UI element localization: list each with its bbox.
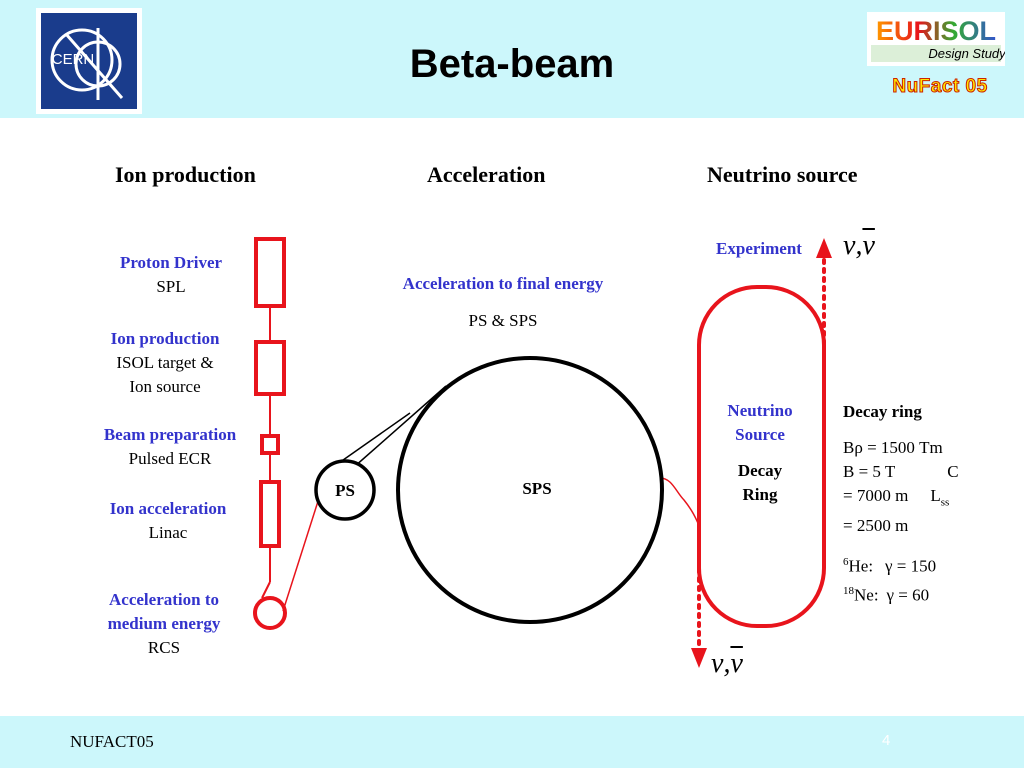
straight-section-subscript: ss [940, 496, 950, 509]
beam-preparation-detail: Pulsed ECR [128, 449, 212, 468]
acceleration-final-detail: PS & SPS [468, 311, 538, 330]
circumference-straight-line: = 7000 m Lss [843, 484, 959, 514]
ion-production-box [254, 340, 286, 396]
ion-acceleration-box [259, 480, 281, 548]
nufact-badge: NuFact 05 [892, 76, 988, 98]
column-neutrino-source: Neutrino source [707, 162, 858, 187]
footer-text: NUFACT05 [70, 732, 154, 751]
eurisol-logo: EURISOL Design Study [867, 12, 1005, 66]
acceleration-final-title: Acceleration to final energy [402, 274, 604, 293]
neutrino-source-label-2: Source [735, 425, 785, 444]
ion-acceleration-detail: Linac [148, 523, 188, 542]
chain-connector [261, 581, 271, 599]
decay-ring [697, 285, 826, 628]
neon-mass-number: 18 [843, 585, 854, 598]
ps-ring [314, 459, 376, 521]
neutrino-source-label-1: Neutrino [727, 401, 793, 420]
neutrino-symbol-top: ν,ν [843, 230, 875, 262]
field-circumference-line: B = 5 T C [843, 460, 959, 484]
medium-energy-detail: RCS [147, 638, 181, 657]
decay-ring-parameters: Decay ring Bρ = 1500 Tm B = 5 T C = 7000 … [843, 400, 959, 608]
helium-gamma: γ = 150 [885, 557, 937, 577]
column-ion-production: Ion production [115, 162, 256, 187]
b-field-value: B = 5 T [843, 462, 896, 481]
nubar-symbol: ν [730, 648, 743, 679]
neon-label: Ne: [854, 585, 879, 605]
neutrino-symbol-bottom: ν,ν [711, 648, 743, 680]
arrow-up-icon [816, 238, 832, 258]
eurisol-subtitle: Design Study [928, 46, 1005, 61]
brho-value: Bρ = 1500 Tm [843, 438, 943, 457]
ps-label: PS [335, 481, 355, 500]
decay-ring-label-1: Decay [737, 461, 783, 480]
medium-energy-title-1: Acceleration to [109, 590, 219, 609]
sps-label: SPS [522, 479, 552, 498]
ion-production-detail-2: Ion source [129, 377, 201, 396]
rcs-to-ps-line [282, 494, 321, 612]
header-bar [0, 0, 1024, 118]
neon-line: 18Ne: γ = 60 [843, 579, 959, 608]
experiment-label: Experiment [716, 239, 802, 258]
eurisol-logo-text: EURISOL [876, 16, 996, 46]
nubar-symbol: ν [862, 230, 875, 261]
beam-preparation-box [260, 434, 280, 455]
decay-ring-heading: Decay ring [843, 402, 922, 421]
helium-label: He: [848, 557, 874, 577]
column-acceleration: Acceleration [427, 162, 546, 187]
ion-production-detail-1: ISOL target & [116, 353, 214, 372]
footer-bar [0, 716, 1024, 768]
decay-ring-label-2: Ring [742, 485, 778, 504]
ps-to-sps-line [335, 412, 411, 466]
proton-driver-box [254, 237, 286, 308]
nu-symbol: ν [711, 648, 724, 679]
circumference-letter: C [947, 462, 959, 481]
cern-logo-text: CERN [52, 51, 95, 68]
beam-preparation-title: Beam preparation [103, 425, 237, 444]
sps-ring [396, 356, 664, 624]
cern-logo: CERN [36, 8, 142, 114]
helium-line: 6He: γ = 150 [843, 550, 959, 579]
ps-to-sps-line [353, 385, 447, 468]
straight-section-value: = 2500 m [843, 516, 909, 536]
ion-production-title: Ion production [110, 329, 220, 348]
medium-energy-title-2: medium energy [107, 614, 221, 633]
sps-to-decay-ring-line [659, 477, 701, 529]
straight-section-letter: L [930, 486, 941, 505]
slide-title: Beta-beam [409, 42, 615, 86]
neon-gamma: γ = 60 [886, 585, 930, 605]
rcs-ring [253, 596, 287, 630]
nu-separator: , [723, 648, 731, 679]
proton-driver-detail: SPL [156, 277, 186, 296]
arrow-down-icon [691, 648, 707, 668]
nu-symbol: ν [843, 230, 856, 261]
proton-driver-title: Proton Driver [119, 253, 223, 272]
nu-separator: , [855, 230, 863, 261]
ion-acceleration-title: Ion acceleration [109, 499, 227, 518]
circumference-value: = 7000 m [843, 486, 909, 505]
helium-mass-number: 6 [843, 556, 849, 569]
page-number: 4 [882, 732, 891, 749]
